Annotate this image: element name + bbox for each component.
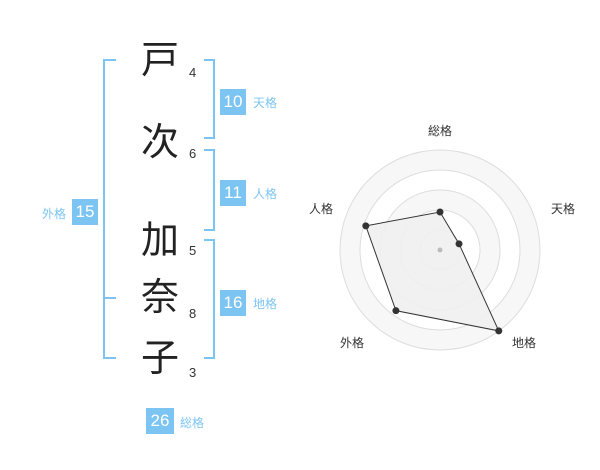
name-char-1: 戸 (140, 38, 179, 82)
radar-center-dot (437, 247, 443, 253)
jinkaku-value-badge: 11 (220, 180, 246, 206)
radar-point-gaikaku (392, 307, 400, 315)
name-char-5: 子 (140, 336, 179, 380)
jinkaku-bracket (204, 149, 215, 231)
chikaku-label: 地格 (253, 297, 278, 311)
chikaku-value-badge: 16 (220, 290, 246, 316)
radar-point-chikaku (495, 327, 503, 335)
radar-label-gaikaku: 外格 (340, 336, 365, 350)
name-char-2: 次 (140, 120, 179, 164)
tenkaku-label: 天格 (253, 96, 278, 110)
radar-point-soukaku (436, 208, 444, 216)
radar-point-tenkaku (455, 240, 463, 248)
soukaku-label: 総格 (180, 416, 205, 430)
soukaku-value-badge: 26 (146, 408, 174, 434)
tenkaku-bracket (204, 59, 215, 139)
stroke-count-4: 8 (189, 306, 197, 321)
radar-label-chikaku: 地格 (512, 336, 537, 350)
gaikaku-value-badge: 15 (72, 199, 98, 225)
tenkaku-value-badge: 10 (220, 89, 246, 115)
stroke-count-5: 3 (189, 365, 197, 380)
chikaku-bracket (204, 239, 215, 359)
jinkaku-label: 人格 (253, 187, 278, 201)
stroke-count-3: 5 (189, 243, 197, 258)
stroke-count-2: 6 (189, 146, 197, 161)
gaikaku-label: 外格 (42, 207, 67, 221)
radar-point-jinkaku (362, 222, 370, 230)
stroke-count-1: 4 (189, 65, 197, 80)
name-char-4: 奈 (140, 275, 179, 319)
gaikaku-bracket (103, 59, 116, 359)
radar-score-polygon (365, 211, 500, 332)
radar-label-jinkaku: 人格 (309, 202, 334, 216)
name-char-3: 加 (140, 218, 179, 262)
radar-label-tenkaku: 天格 (551, 202, 576, 216)
radar-label-soukaku: 総格 (428, 124, 453, 138)
